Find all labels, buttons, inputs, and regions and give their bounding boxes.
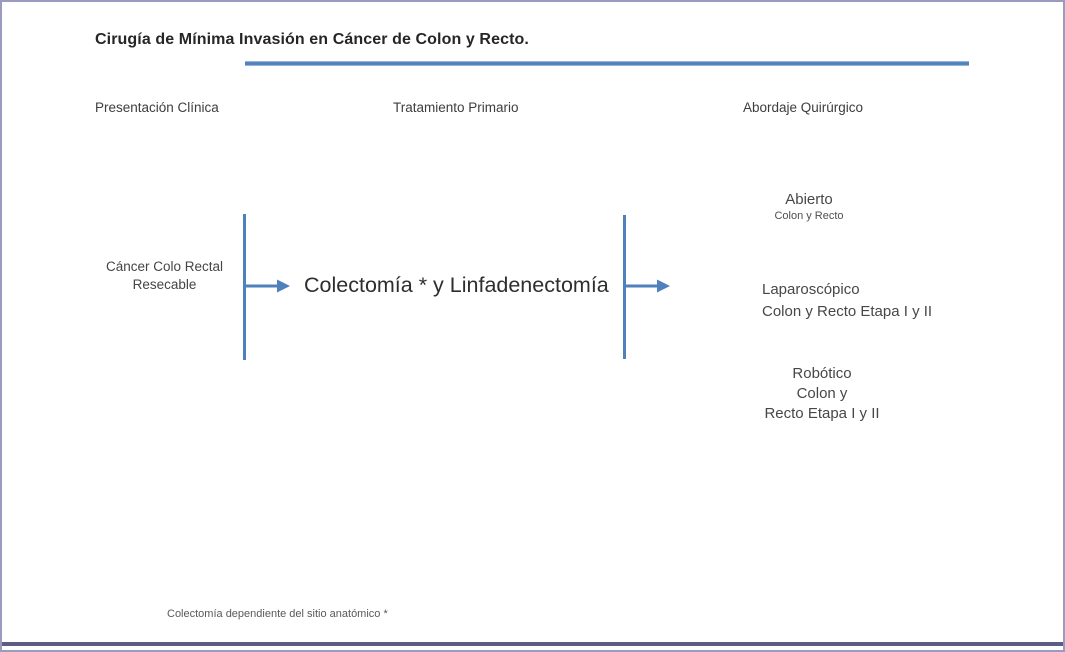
- column-header-abordaje-quirurgico: Abordaje Quirúrgico: [743, 100, 864, 115]
- column-header-presentacion-clinica: Presentación Clínica: [95, 100, 219, 115]
- primary-treatment-label: Colectomía * y Linfadenectomía: [304, 273, 609, 297]
- clinical-presentation-line1: Cáncer Colo Rectal: [105, 259, 224, 274]
- clinical-presentation-block: Cáncer Colo Rectal Resecable: [82, 258, 247, 294]
- footnote: Colectomía dependiente del sitio anatómi…: [167, 608, 388, 620]
- slide-title: Cirugía de Mínima Invasión en Cáncer de …: [95, 31, 529, 48]
- clinical-presentation-line2: Resecable: [132, 277, 197, 292]
- approach-abierto: Abierto Colon y Recto: [745, 191, 873, 223]
- title-underline-rule: [245, 61, 969, 66]
- approach-robotico-detail-line1: Colon y: [796, 385, 848, 402]
- approach-laparoscopico: Laparoscópico Colon y Recto Etapa I y II: [762, 279, 932, 323]
- right-arrow-icon: [625, 279, 670, 293]
- approach-robotico-name: Robótico: [792, 365, 852, 382]
- approach-abierto-detail: Colon y Recto: [774, 210, 844, 222]
- column-header-tratamiento-primario: Tratamiento Primario: [393, 100, 519, 115]
- right-arrow-icon: [245, 279, 290, 293]
- divider-line-right: [623, 215, 626, 359]
- divider-line-left: [243, 214, 246, 360]
- frame-bottom-rule: [2, 642, 1063, 646]
- approach-laparoscopico-detail: Colon y Recto Etapa I y II: [762, 303, 933, 320]
- approach-abierto-name: Abierto: [785, 191, 833, 208]
- approach-laparoscopico-name: Laparoscópico: [762, 281, 860, 298]
- approach-robotico: Robótico Colon y Recto Etapa I y II: [752, 364, 892, 424]
- approach-robotico-detail-line2: Recto Etapa I y II: [764, 405, 880, 422]
